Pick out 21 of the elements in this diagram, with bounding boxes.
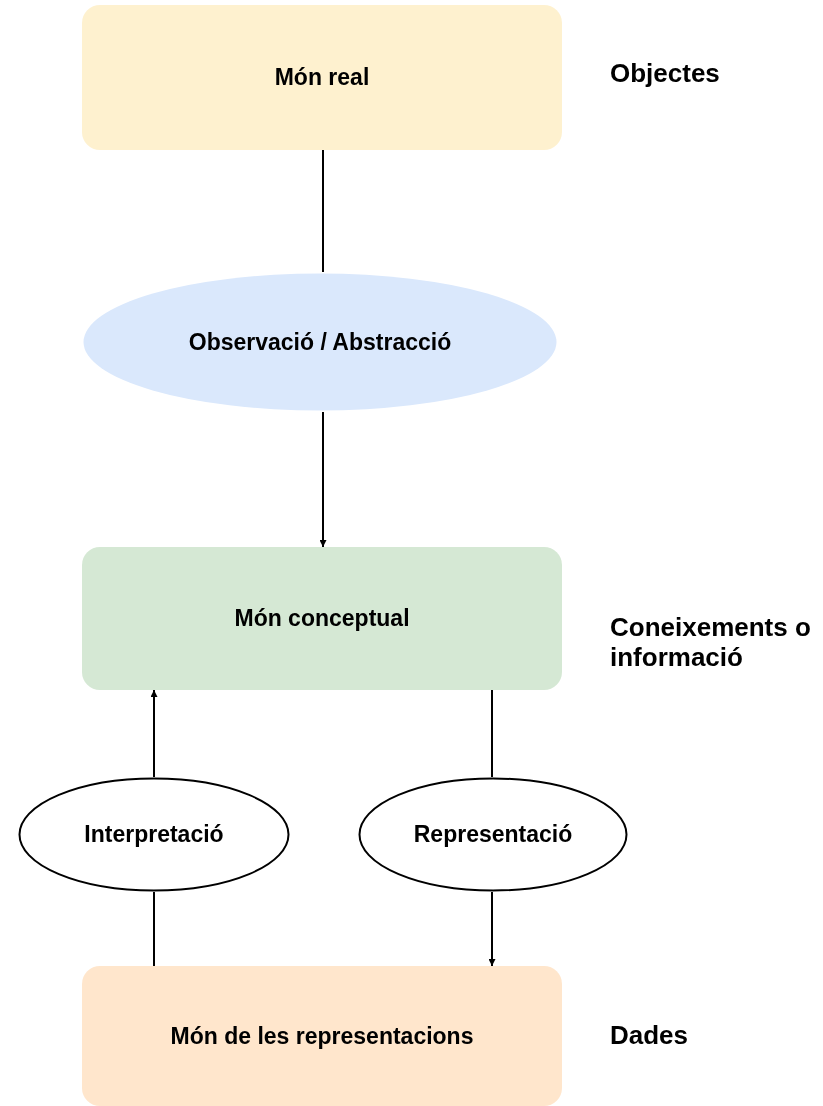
process-ellipse: [82, 272, 558, 412]
arrow: [319, 411, 327, 548]
node-label: Món real: [274, 63, 370, 93]
process-ellipse: [18, 777, 290, 892]
process-box: [82, 966, 562, 1106]
arrow: [488, 891, 496, 967]
side-label: Dades: [610, 1020, 690, 1050]
node-label: Món conceptual: [234, 604, 410, 634]
connector-line: [322, 149, 324, 273]
process-box: [82, 5, 562, 150]
process-box: [82, 547, 562, 690]
connector-line: [491, 689, 493, 778]
node-label: Observació / Abstracció: [188, 327, 452, 357]
side-label: Objectes: [610, 58, 721, 88]
arrow: [150, 689, 158, 778]
side-label: Coneixements o informació: [610, 612, 812, 672]
connector-line: [153, 891, 155, 967]
node-label: Representació: [413, 820, 573, 850]
node-label: Interpretació: [84, 820, 224, 850]
node-label: Món de les representacions: [170, 1021, 474, 1051]
process-ellipse: [358, 777, 628, 892]
